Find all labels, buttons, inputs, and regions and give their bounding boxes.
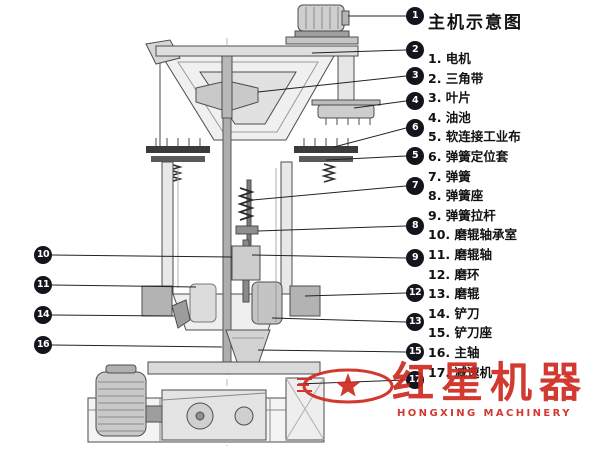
legend-item-4: 4. 油池 — [428, 109, 471, 125]
callout-7: 7 — [406, 177, 424, 195]
roller-spring-assembly — [231, 179, 261, 303]
legend-item-12: 12. 磨环 — [428, 266, 480, 282]
grinding-ring — [141, 285, 321, 317]
legend-item-list: 1. 电机 2. 三角带 3. 叶片 4. 油池 5. 软连接工业布 6. 弹簧定位套 7.… — [428, 49, 596, 382]
legend-item-10: 10. 磨辊轴承室 — [428, 227, 517, 243]
callout-13: 13 — [406, 313, 424, 331]
parts-legend: 主机示意图 1. 电机 2. 三角带 3. 叶片 4. 油池 5. 软连接工业布 6. 弹… — [428, 8, 596, 382]
classifier-blades — [195, 55, 259, 119]
callout-8: 8 — [406, 217, 424, 235]
legend-item-11: 11. 磨辊轴 — [428, 246, 492, 262]
legend-item-2: 2. 三角带 — [428, 70, 484, 86]
suspension-right — [294, 138, 358, 183]
legend-item-15: 15. 铲刀座 — [428, 325, 492, 341]
legend-item-7: 7. 弹簧 — [428, 168, 471, 184]
callout-2: 2 — [406, 41, 424, 59]
suspension-left — [146, 138, 210, 183]
legend-item-6: 6. 弹簧定位套 — [428, 148, 509, 164]
main-shaft — [222, 117, 232, 365]
callout-14: 14 — [34, 306, 52, 324]
callout-16: 16 — [34, 336, 52, 354]
grinding-rollers — [189, 281, 283, 325]
legend-item-3: 3. 叶片 — [428, 90, 471, 106]
legend-item-1: 1. 电机 — [428, 51, 471, 66]
legend-item-9: 9. 弹簧拉杆 — [428, 207, 496, 223]
callout-17: 17 — [406, 371, 424, 389]
legend-item-16: 16. 主轴 — [428, 344, 480, 360]
leader-lines — [51, 15, 407, 385]
callout-10: 10 — [34, 246, 52, 264]
bottom-motor-reducer — [95, 364, 325, 441]
oil-pool-flange — [311, 55, 381, 125]
callout-6: 6 — [406, 119, 424, 137]
callout-4: 4 — [406, 92, 424, 110]
legend-item-14: 14. 铲刀 — [428, 305, 480, 321]
callout-11: 11 — [34, 276, 52, 294]
top-platform — [155, 45, 359, 57]
legend-item-5: 5. 软连接工业布 — [428, 129, 521, 145]
callout-5: 5 — [406, 147, 424, 165]
callout-1: 1 — [406, 7, 424, 25]
legend-item-8: 8. 弹簧座 — [428, 188, 484, 204]
callout-12: 12 — [406, 284, 424, 302]
legend-item-13: 13. 磨辊 — [428, 286, 480, 302]
callout-3: 3 — [406, 67, 424, 85]
top-motor — [285, 4, 359, 45]
legend-title: 主机示意图 — [428, 13, 523, 33]
legend-item-17: 17. 减速机 — [428, 364, 492, 380]
callout-9: 9 — [406, 249, 424, 267]
callout-15: 15 — [406, 343, 424, 361]
